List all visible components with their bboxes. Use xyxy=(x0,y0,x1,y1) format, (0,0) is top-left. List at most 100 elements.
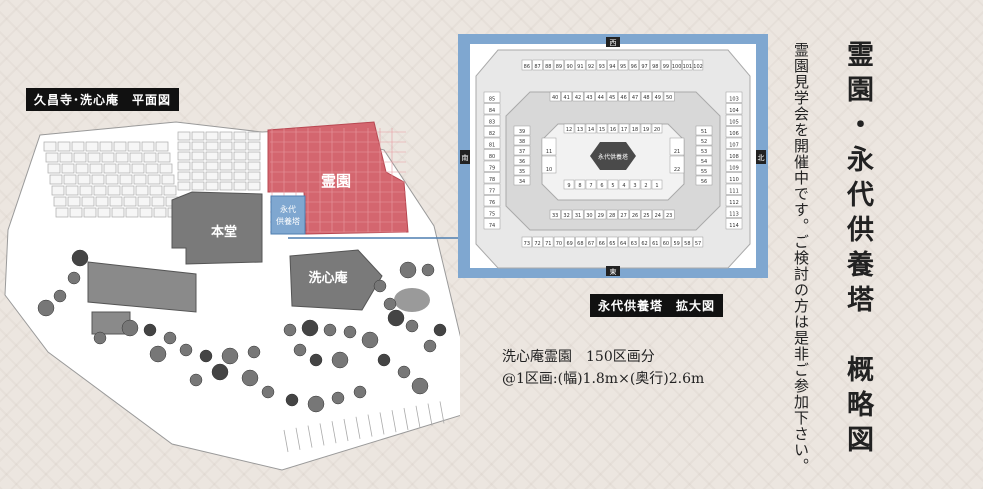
tower-plot-26[interactable]: 26 xyxy=(629,209,641,220)
tower-plot-86[interactable]: 86 xyxy=(521,59,532,71)
tower-plot-49[interactable]: 49 xyxy=(652,91,664,102)
tower-plot-77[interactable]: 77 xyxy=(483,183,501,195)
tower-plot-73[interactable]: 73 xyxy=(521,236,532,248)
tower-plot-42[interactable]: 42 xyxy=(572,91,584,102)
tower-plot-38[interactable]: 38 xyxy=(513,135,531,146)
tower-plot-82[interactable]: 82 xyxy=(483,126,501,138)
senshinan-building[interactable] xyxy=(289,249,383,311)
tower-plot-10[interactable]: 10 xyxy=(541,155,557,174)
tower-center-monument[interactable] xyxy=(590,142,636,170)
tower-plot-19[interactable]: 19 xyxy=(640,123,652,134)
tower-plot-4[interactable]: 4 xyxy=(618,179,630,190)
tower-plot-69[interactable]: 69 xyxy=(564,236,575,248)
tower-plot-100[interactable]: 100 xyxy=(671,59,682,71)
tower-plot-83[interactable]: 83 xyxy=(483,114,501,126)
tower-plot-41[interactable]: 41 xyxy=(561,91,573,102)
tower-plot-76[interactable]: 76 xyxy=(483,195,501,207)
tower-plot-89[interactable]: 89 xyxy=(553,59,565,71)
tower-plot-110[interactable]: 110 xyxy=(725,172,743,184)
eitai-tower-site[interactable] xyxy=(270,195,306,235)
tower-plot-50[interactable]: 50 xyxy=(663,91,675,102)
tower-plot-27[interactable]: 27 xyxy=(618,209,630,220)
tower-plot-66[interactable]: 66 xyxy=(596,236,607,248)
tower-plot-84[interactable]: 84 xyxy=(483,103,501,115)
tower-plot-40[interactable]: 40 xyxy=(549,91,561,102)
tower-plot-23[interactable]: 23 xyxy=(663,209,675,220)
tower-plot-46[interactable]: 46 xyxy=(618,91,630,102)
tower-plot-81[interactable]: 81 xyxy=(483,137,501,149)
tower-plot-29[interactable]: 29 xyxy=(595,209,607,220)
tower-plot-85[interactable]: 85 xyxy=(483,91,501,103)
tower-plot-51[interactable]: 51 xyxy=(695,125,713,136)
tower-plot-60[interactable]: 60 xyxy=(660,236,672,248)
tower-plot-33[interactable]: 33 xyxy=(549,209,561,220)
tower-plot-21[interactable]: 21 xyxy=(669,137,685,156)
tower-plot-1[interactable]: 1 xyxy=(651,179,663,190)
tower-plot-22[interactable]: 22 xyxy=(669,155,685,174)
tower-plot-68[interactable]: 68 xyxy=(575,236,586,248)
tower-plot-90[interactable]: 90 xyxy=(564,59,575,71)
tower-plot-113[interactable]: 113 xyxy=(725,206,743,218)
tower-plot-20[interactable]: 20 xyxy=(651,123,663,134)
tower-plot-65[interactable]: 65 xyxy=(607,236,618,248)
tower-plot-95[interactable]: 95 xyxy=(618,59,629,71)
tower-plot-96[interactable]: 96 xyxy=(628,59,639,71)
tower-plot-53[interactable]: 53 xyxy=(695,145,713,156)
tower-plot-74[interactable]: 74 xyxy=(483,218,501,230)
tower-plot-12[interactable]: 12 xyxy=(563,123,575,134)
tower-plot-30[interactable]: 30 xyxy=(583,209,595,220)
tower-plot-108[interactable]: 108 xyxy=(725,149,743,161)
tower-plot-104[interactable]: 104 xyxy=(725,103,743,115)
tower-plot-107[interactable]: 107 xyxy=(725,137,743,149)
tower-plot-45[interactable]: 45 xyxy=(606,91,618,102)
tower-plot-71[interactable]: 71 xyxy=(543,236,554,248)
tower-plot-44[interactable]: 44 xyxy=(595,91,607,102)
tower-plot-111[interactable]: 111 xyxy=(725,183,743,195)
tower-plot-78[interactable]: 78 xyxy=(483,172,501,184)
tower-plot-62[interactable]: 62 xyxy=(639,236,650,248)
tower-plot-75[interactable]: 75 xyxy=(483,206,501,218)
tower-plot-3[interactable]: 3 xyxy=(629,179,641,190)
tower-plot-70[interactable]: 70 xyxy=(553,236,565,248)
tower-plot-112[interactable]: 112 xyxy=(725,195,743,207)
tower-plot-54[interactable]: 54 xyxy=(695,155,713,166)
tower-plot-6[interactable]: 6 xyxy=(596,179,608,190)
tower-plot-59[interactable]: 59 xyxy=(671,236,682,248)
tower-plot-88[interactable]: 88 xyxy=(543,59,554,71)
tower-plot-24[interactable]: 24 xyxy=(652,209,664,220)
tower-plot-47[interactable]: 47 xyxy=(629,91,641,102)
tower-plot-80[interactable]: 80 xyxy=(483,149,501,161)
tower-plot-43[interactable]: 43 xyxy=(583,91,595,102)
tower-plot-11[interactable]: 11 xyxy=(541,137,557,156)
tower-plot-98[interactable]: 98 xyxy=(650,59,661,71)
tower-plot-15[interactable]: 15 xyxy=(596,123,608,134)
tower-plot-91[interactable]: 91 xyxy=(575,59,586,71)
tower-plot-63[interactable]: 63 xyxy=(628,236,639,248)
tower-plot-16[interactable]: 16 xyxy=(607,123,619,134)
tower-plot-105[interactable]: 105 xyxy=(725,114,743,126)
tower-plot-102[interactable]: 102 xyxy=(692,59,704,71)
tower-plot-39[interactable]: 39 xyxy=(513,125,531,136)
tower-plot-37[interactable]: 37 xyxy=(513,145,531,156)
tower-plot-9[interactable]: 9 xyxy=(563,179,575,190)
tower-plot-31[interactable]: 31 xyxy=(572,209,584,220)
tower-plot-67[interactable]: 67 xyxy=(585,236,597,248)
tower-plot-72[interactable]: 72 xyxy=(532,236,543,248)
tower-plot-34[interactable]: 34 xyxy=(513,175,531,186)
tower-plot-48[interactable]: 48 xyxy=(640,91,652,102)
tower-plot-18[interactable]: 18 xyxy=(629,123,641,134)
tower-plot-87[interactable]: 87 xyxy=(532,59,543,71)
tower-plot-13[interactable]: 13 xyxy=(574,123,586,134)
tower-plot-56[interactable]: 56 xyxy=(695,175,713,186)
tower-plot-99[interactable]: 99 xyxy=(660,59,672,71)
tower-plot-25[interactable]: 25 xyxy=(640,209,652,220)
tower-plot-57[interactable]: 57 xyxy=(692,236,704,248)
tower-plot-2[interactable]: 2 xyxy=(640,179,652,190)
tower-plot-79[interactable]: 79 xyxy=(483,160,501,172)
tower-plot-28[interactable]: 28 xyxy=(606,209,618,220)
tower-plot-64[interactable]: 64 xyxy=(618,236,629,248)
tower-plot-35[interactable]: 35 xyxy=(513,165,531,176)
tower-plot-94[interactable]: 94 xyxy=(607,59,618,71)
tower-plot-52[interactable]: 52 xyxy=(695,135,713,146)
tower-plot-103[interactable]: 103 xyxy=(725,91,743,103)
